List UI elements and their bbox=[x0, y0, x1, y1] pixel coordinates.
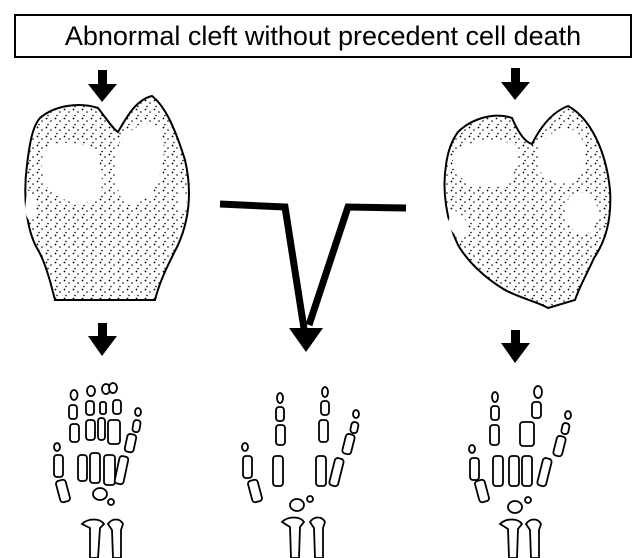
left-limb-plate bbox=[25, 96, 189, 300]
right-limb-plate bbox=[445, 106, 611, 308]
arrow-to-left-skeleton bbox=[88, 323, 117, 356]
right-hand-skeleton bbox=[469, 386, 571, 558]
arrow-to-left-plate bbox=[88, 70, 117, 102]
middle-hand-skeleton bbox=[242, 387, 359, 558]
v-arrow bbox=[220, 204, 406, 352]
left-hand-skeleton bbox=[54, 383, 141, 558]
arrow-to-right-skeleton bbox=[501, 330, 530, 363]
arrow-to-right-plate bbox=[501, 68, 530, 100]
